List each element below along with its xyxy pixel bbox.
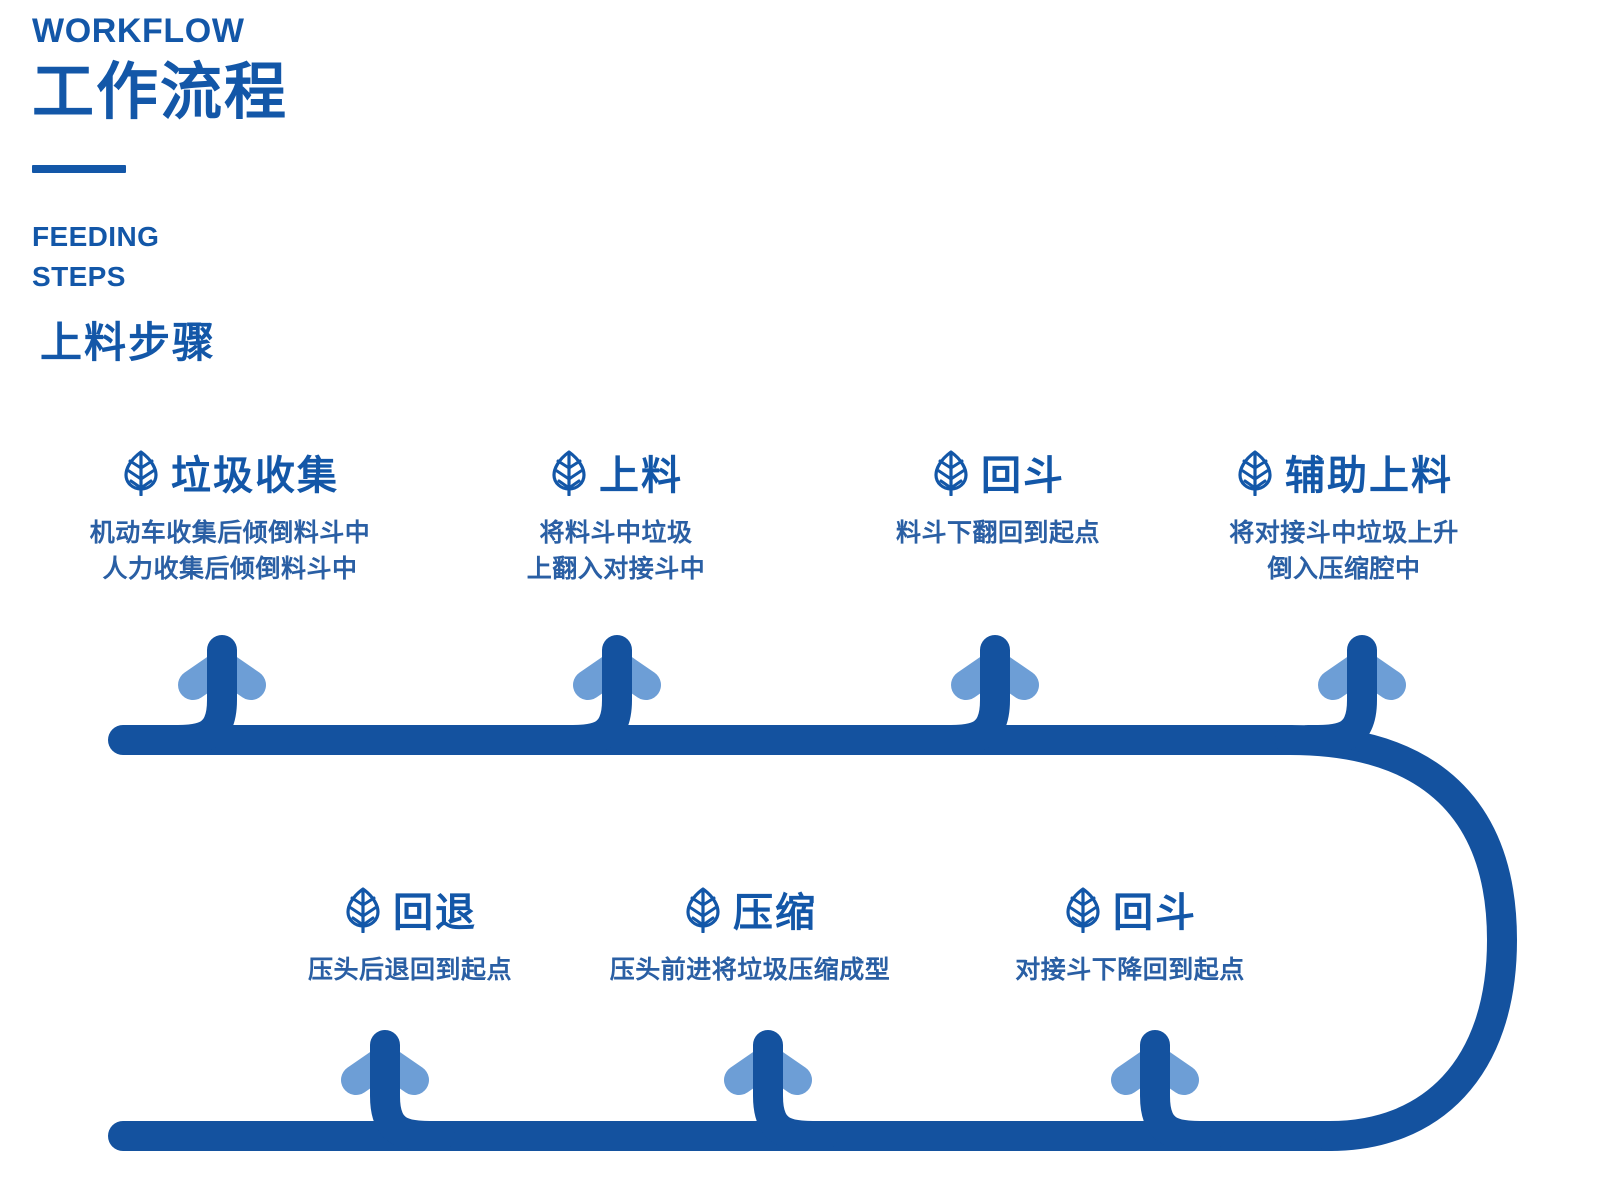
u-turn-connector [1275, 725, 1518, 1151]
step-compression[interactable]: 压缩 压头前进将垃圾压缩成型 [570, 880, 930, 988]
arrowhead-wing-left-5 [341, 1045, 400, 1095]
step-description-line: 人力收集后倾倒料斗中 [102, 555, 358, 584]
step-label: 压缩 [733, 891, 817, 935]
arrowhead-wing-left-7 [1111, 1045, 1170, 1095]
step-description: 将料斗中垃圾 上翻入对接斗中 [456, 515, 776, 588]
step-description-line: 压头前进将垃圾压缩成型 [609, 956, 891, 984]
arrowhead-wing-left-2 [573, 650, 632, 700]
branch-stem-1 [153, 635, 237, 755]
workflow-eyebrow-en: WORKFLOW [32, 12, 245, 50]
step-header: 回斗 [960, 880, 1300, 938]
step-description: 料斗下翻回到起点 [838, 515, 1158, 551]
header-block: WORKFLOW 工作流程 FEEDING STEPS 上料步骤 [32, 12, 552, 367]
branch-stem-5 [370, 1030, 455, 1151]
arrowhead-wing-right-1 [207, 650, 266, 700]
leaf-icon [549, 448, 589, 497]
step-description-line: 压头后退回到起点 [307, 956, 512, 984]
step-label: 回斗 [981, 454, 1065, 498]
leaf-icon [683, 885, 723, 934]
step-description-line: 机动车收集后倾倒料斗中 [89, 519, 371, 547]
step-description: 对接斗下降回到起点 [960, 952, 1300, 988]
arrowhead-wing-left-3 [951, 650, 1010, 700]
step-description-line: 料斗下翻回到起点 [895, 519, 1100, 547]
arrowhead-wing-left-6 [724, 1045, 783, 1095]
step-feeding[interactable]: 上料 将料斗中垃圾 上翻入对接斗中 [456, 443, 776, 588]
arrowhead-wing-right-2 [602, 650, 661, 700]
arrowhead-wing-right-6 [753, 1045, 812, 1095]
step-header: 回斗 [838, 443, 1158, 501]
branch-stem-2 [548, 635, 632, 755]
section-eyebrow-line-1: FEEDING [32, 220, 160, 252]
page-title: 工作流程 [32, 57, 289, 127]
step-description-line: 对接斗下降回到起点 [1015, 956, 1245, 984]
leaf-icon [121, 448, 161, 497]
leaf-icon [1235, 448, 1275, 497]
leaf-icon [343, 885, 383, 934]
section-eyebrow-line-2: STEPS [32, 260, 126, 292]
step-description-line: 上翻入对接斗中 [526, 555, 706, 584]
arrowhead-wing-right-7 [1140, 1045, 1199, 1095]
section-title: 上料步骤 [40, 319, 217, 367]
step-description: 压头后退回到起点 [260, 952, 560, 988]
arrowhead-wings-group [178, 650, 1406, 1095]
branch-stem-7 [1140, 1030, 1225, 1151]
arrowhead-wing-left-4 [1318, 650, 1377, 700]
step-description-line: 将料斗中垃圾 [539, 519, 693, 547]
arrowhead-wing-right-3 [980, 650, 1039, 700]
step-header: 压缩 [570, 880, 930, 938]
step-garbage-collection[interactable]: 垃圾收集 机动车收集后倾倒料斗中 人力收集后倾倒料斗中 [30, 443, 430, 588]
branch-stem-4 [1293, 635, 1377, 755]
step-bucket-return-top[interactable]: 回斗 料斗下翻回到起点 [838, 443, 1158, 551]
step-label: 垃圾收集 [171, 454, 339, 498]
leaf-icon [931, 448, 971, 497]
arrowhead-wing-right-4 [1347, 650, 1406, 700]
step-header: 辅助上料 [1168, 443, 1520, 501]
step-auxiliary-feeding[interactable]: 辅助上料 将对接斗中垃圾上升 倒入压缩腔中 [1168, 443, 1520, 588]
step-description: 机动车收集后倾倒料斗中 人力收集后倾倒料斗中 [30, 515, 430, 588]
step-label: 回斗 [1113, 891, 1197, 935]
step-description: 压头前进将垃圾压缩成型 [570, 952, 930, 988]
step-bucket-return-bottom[interactable]: 回斗 对接斗下降回到起点 [960, 880, 1300, 988]
step-header: 回退 [260, 880, 560, 938]
step-label: 辅助上料 [1285, 454, 1453, 498]
title-divider [32, 164, 126, 173]
branch-stem-6 [753, 1030, 838, 1151]
step-description-line: 倒入压缩腔中 [1267, 555, 1421, 584]
section-eyebrow-en: FEEDING STEPS [32, 217, 552, 297]
leaf-icon [1063, 885, 1103, 934]
step-label: 回退 [393, 891, 477, 935]
step-header: 上料 [456, 443, 776, 501]
step-description-line: 将对接斗中垃圾上升 [1229, 519, 1459, 547]
step-label: 上料 [599, 454, 683, 498]
step-description: 将对接斗中垃圾上升 倒入压缩腔中 [1168, 515, 1520, 588]
arrowhead-wing-right-5 [370, 1045, 429, 1095]
arrowhead-wing-left-1 [178, 650, 237, 700]
step-header: 垃圾收集 [30, 443, 430, 501]
step-ram-retract[interactable]: 回退 压头后退回到起点 [260, 880, 560, 988]
branch-stem-3 [926, 635, 1010, 755]
